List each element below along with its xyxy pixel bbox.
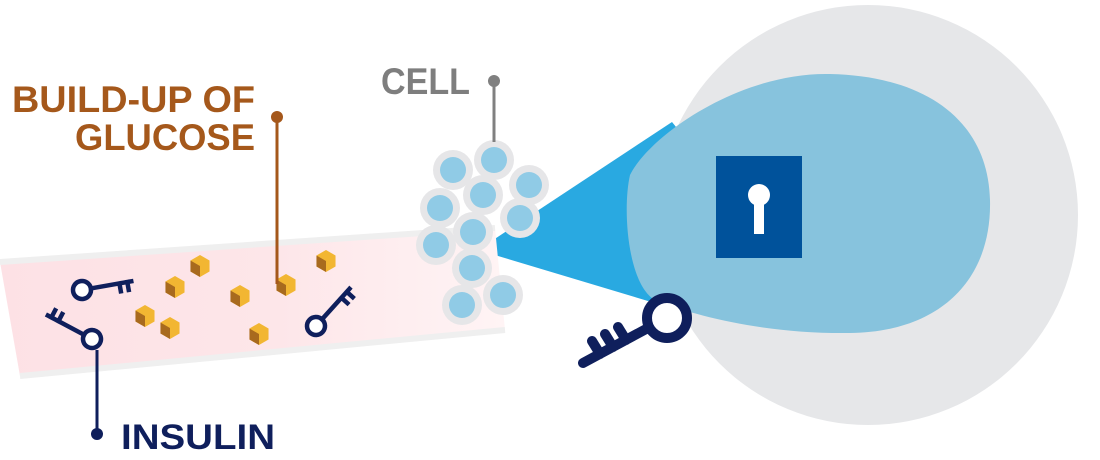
cell-cluster: [416, 140, 549, 325]
large-key-icon: [578, 293, 692, 368]
cell-leader: [488, 75, 500, 142]
insulin-leader: [91, 350, 103, 440]
insulin-label: INSULIN: [121, 418, 275, 457]
keyhole-icon: [716, 156, 802, 258]
cell: [416, 225, 456, 265]
glucose-label-line2: GLUCOSE: [75, 117, 255, 158]
cell-label: CELL: [381, 61, 470, 102]
cell: [433, 150, 473, 190]
vessel-wall-bottom: [19, 327, 506, 379]
cell: [509, 165, 549, 205]
glucose-leader: [271, 111, 283, 284]
glucose-label-line1: BUILD-UP OF: [12, 79, 255, 120]
zoom-inner-blob: [626, 73, 991, 334]
cell: [442, 285, 482, 325]
cell: [500, 198, 540, 238]
cell: [420, 188, 460, 228]
zoom-view: [478, 5, 1078, 425]
cell: [474, 140, 514, 180]
cell: [463, 175, 503, 215]
cell: [453, 212, 493, 252]
blood-vessel: [0, 225, 506, 379]
cell: [452, 248, 492, 288]
vessel-wall-top: [0, 225, 496, 265]
cell: [483, 275, 523, 315]
